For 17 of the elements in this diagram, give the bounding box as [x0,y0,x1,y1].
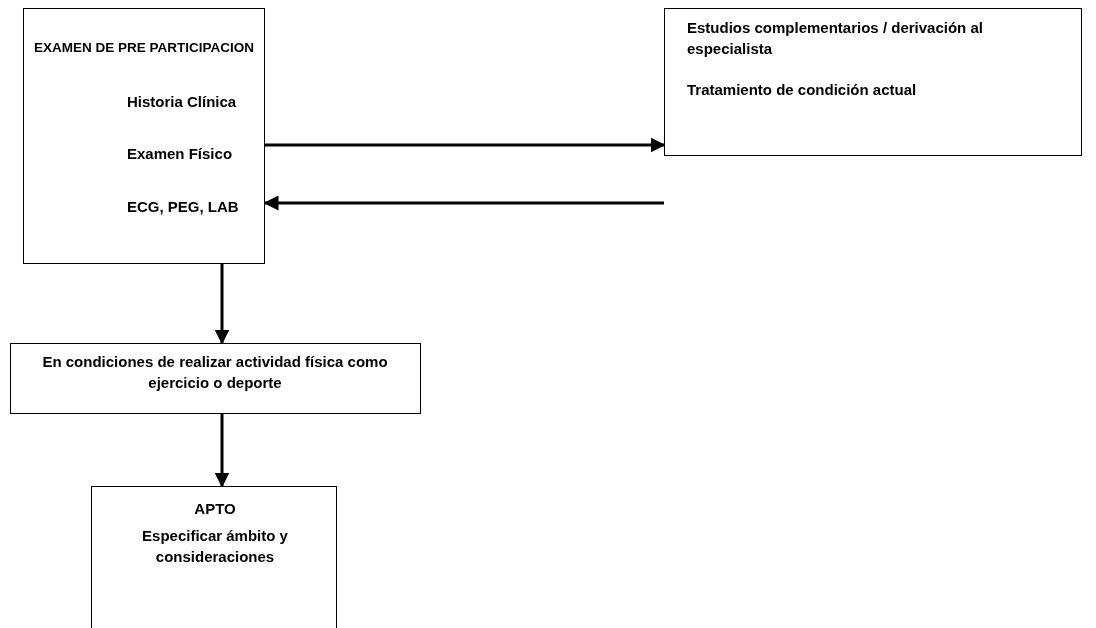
box-text: En condiciones de realizar actividad física como ejercicio o deporte [41,352,389,393]
box-text: Examen Físico [127,144,233,164]
box-text: ECG, PEG, LAB [127,197,239,217]
process-box [23,8,265,264]
process-box [664,8,1082,156]
box-text: Estudios complementarios / derivación al especialista [687,18,984,59]
process-box [91,486,337,628]
arrow [214,414,230,488]
box-text: Especificar ámbito y consideraciones [141,526,289,567]
arrow [214,264,230,345]
arrow [265,137,666,153]
process-box [10,343,421,414]
box-text: Tratamiento de condición actual [687,80,917,100]
box-text: Historia Clínica [127,92,237,112]
box-text: APTO [193,499,237,519]
box-text: EXAMEN DE PRE PARTICIPACION [34,39,255,57]
arrow [263,195,664,211]
